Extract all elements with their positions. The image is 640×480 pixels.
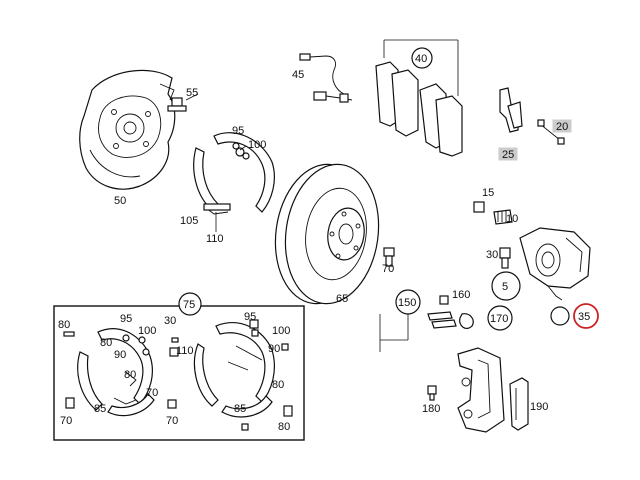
label-45: 45 (292, 69, 304, 81)
label-100b: 100 (138, 325, 156, 337)
seal-ring (550, 306, 570, 326)
shaded-box-25 (498, 147, 518, 161)
bolt-70 (383, 247, 395, 267)
label-30a: 30 (486, 249, 498, 261)
label-190: 190 (530, 401, 548, 413)
callout-5 (491, 271, 521, 301)
label-70c: 70 (60, 415, 72, 427)
callout-170 (487, 305, 513, 331)
parking-brake-kit-box (53, 305, 305, 441)
label-40: 40 (415, 53, 427, 65)
label-80b: 80 (100, 337, 112, 349)
pad-clips (499, 87, 565, 145)
label-90a: 90 (114, 349, 126, 361)
label-95c: 95 (244, 311, 256, 323)
label-20: 20 (556, 121, 568, 133)
caliper-hardware (473, 201, 513, 269)
callout-75 (178, 292, 202, 316)
backing-plate (79, 69, 176, 190)
label-110: 110 (206, 233, 224, 245)
label-110b: 110 (176, 345, 194, 357)
label-25: 25 (502, 149, 514, 161)
callout-35 (573, 303, 599, 329)
label-170: 170 (490, 313, 508, 325)
label-55: 55 (186, 87, 198, 99)
label-10: 10 (506, 213, 518, 225)
label-150: 150 (398, 297, 416, 309)
label-15: 15 (482, 187, 494, 199)
label-5: 5 (502, 281, 508, 293)
brake-pads (375, 39, 463, 157)
guide-pins (379, 295, 474, 352)
bolt-55 (167, 93, 199, 112)
label-95b: 95 (120, 313, 132, 325)
callout-40 (411, 47, 433, 69)
label-85a: 85 (94, 403, 106, 415)
parking-brake-shoes (193, 132, 275, 215)
label-30b: 30 (164, 315, 176, 327)
label-180: 180 (422, 403, 440, 415)
caliper (519, 227, 591, 301)
label-70b: 70 (146, 387, 158, 399)
shaded-box-20 (552, 119, 572, 133)
label-85b: 85 (234, 403, 246, 415)
label-50: 50 (114, 195, 126, 207)
label-100c: 100 (272, 325, 290, 337)
label-70-kit: 70 (166, 415, 178, 427)
label-75: 75 (183, 299, 195, 311)
label-95a: 95 (232, 125, 244, 137)
label-90b: 90 (268, 343, 280, 355)
label-65: 65 (336, 293, 348, 305)
label-80c: 80 (124, 369, 136, 381)
label-80d: 80 (272, 379, 284, 391)
brake-disc (274, 163, 380, 305)
label-160: 160 (452, 289, 470, 301)
label-100a: 100 (248, 139, 266, 151)
label-105: 105 (180, 215, 198, 227)
label-80a: 80 (58, 319, 70, 331)
label-35: 35 (578, 311, 590, 323)
caliper-bracket (427, 347, 529, 433)
wear-sensor (299, 53, 353, 103)
label-80e: 80 (278, 421, 290, 433)
label-70a: 70 (382, 263, 394, 275)
